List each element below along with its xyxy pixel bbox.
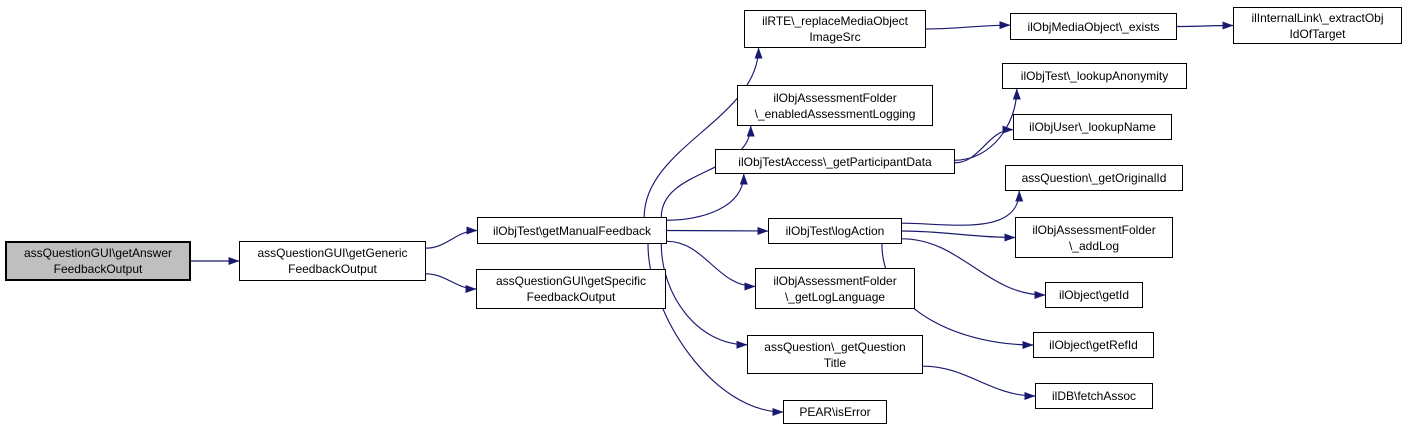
edge-mediaObjectExists-extractObjIdOfTarget	[1176, 21, 1234, 30]
graph-node-replaceMediaObjectImageSrc[interactable]: ilRTE\_replaceMediaObject ImageSrc	[744, 10, 926, 48]
edge-getParticipantData-lookupName	[954, 125, 1014, 164]
graph-node-isError[interactable]: PEAR\isError	[783, 400, 887, 424]
edge-logAction-getId	[901, 238, 1046, 299]
graph-node-logAction[interactable]: ilObjTest\logAction	[768, 218, 902, 244]
edge-replaceMediaObjectImageSrc-mediaObjectExists	[925, 21, 1011, 30]
graph-node-fetchAssoc[interactable]: ilDB\fetchAssoc	[1035, 383, 1153, 409]
graph-node-enabledAssessmentLogging[interactable]: ilObjAssessmentFolder \_enabledAssessmen…	[737, 85, 933, 126]
graph-node-getOriginalId[interactable]: assQuestion\_getOriginalId	[1005, 165, 1183, 191]
graph-node-getAnswerFeedbackOutput: assQuestionGUI\getAnswer FeedbackOutput	[5, 241, 191, 281]
edge-getManualFeedback-getParticipantData	[666, 173, 748, 221]
graph-node-getSpecificFeedbackOutput[interactable]: assQuestionGUI\getSpecific FeedbackOutpu…	[476, 269, 666, 309]
edge-logAction-addLog	[901, 230, 1016, 242]
edge-getManualFeedback-getLogLanguage	[666, 240, 756, 291]
edge-getGenericFeedbackOutput-getSpecificFeedbackOutput	[425, 273, 477, 293]
edge-getManualFeedback-getQuestionTitle	[660, 243, 748, 349]
graph-node-lookupAnonymity[interactable]: ilObjTest\_lookupAnonymity	[1002, 63, 1187, 89]
graph-node-lookupName[interactable]: ilObjUser\_lookupName	[1013, 114, 1172, 140]
edge-getManualFeedback-enabledAssessmentLogging	[660, 125, 755, 218]
edge-getManualFeedback-logAction	[666, 226, 769, 235]
graph-node-mediaObjectExists[interactable]: ilObjMediaObject\_exists	[1010, 13, 1177, 40]
graph-node-getGenericFeedbackOutput[interactable]: assQuestionGUI\getGeneric FeedbackOutput	[239, 241, 426, 281]
graph-node-getRefId[interactable]: ilObject\getRefId	[1033, 332, 1154, 358]
graph-node-getManualFeedback[interactable]: ilObjTest\getManualFeedback	[477, 217, 667, 244]
edge-getManualFeedback-replaceMediaObjectImageSrc	[643, 47, 763, 218]
graph-node-getId[interactable]: ilObject\getId	[1045, 282, 1143, 308]
edge-logAction-getOriginalId	[901, 190, 1024, 226]
graph-node-getQuestionTitle[interactable]: assQuestion\_getQuestion Title	[747, 335, 923, 374]
graph-node-getParticipantData[interactable]: ilObjTestAccess\_getParticipantData	[715, 149, 955, 174]
graph-node-addLog[interactable]: ilObjAssessmentFolder \_addLog	[1015, 217, 1173, 258]
graph-node-extractObjIdOfTarget[interactable]: ilInternalLink\_extractObj IdOfTarget	[1233, 7, 1402, 44]
edge-getParticipantData-lookupAnonymity	[954, 88, 1021, 161]
edge-getQuestionTitle-fetchAssoc	[922, 365, 1036, 400]
edge-getGenericFeedbackOutput-getManualFeedback	[425, 226, 478, 249]
graph-node-getLogLanguage[interactable]: ilObjAssessmentFolder \_getLogLanguage	[755, 268, 915, 309]
